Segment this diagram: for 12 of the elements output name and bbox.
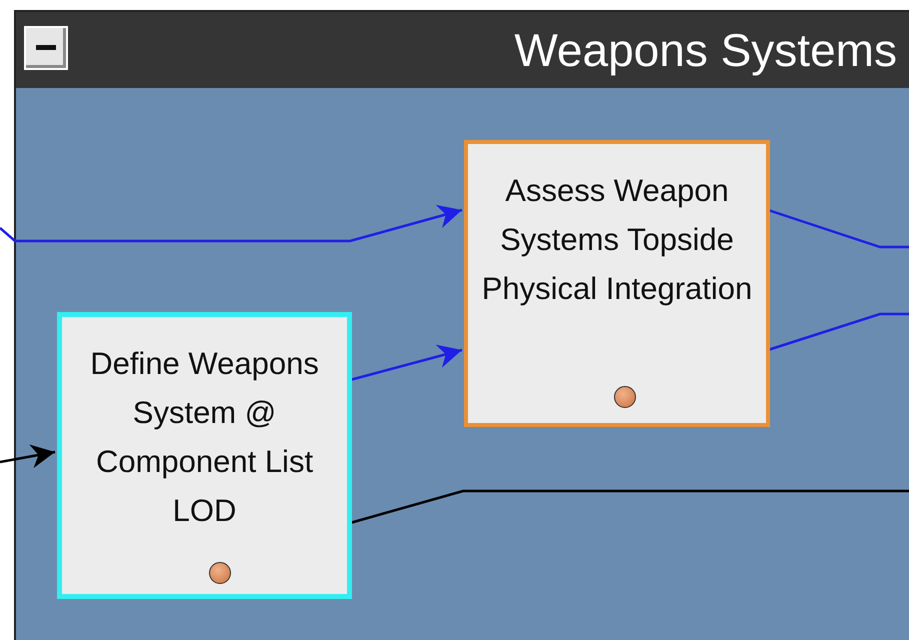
process-label: Assess Weapon Systems Topside Physical Integration	[480, 172, 754, 308]
connector-line	[768, 312, 909, 352]
arrow	[0, 444, 56, 468]
arrow	[350, 344, 462, 382]
process-box	[464, 140, 770, 427]
arrow	[0, 204, 462, 242]
window-title: Weapons Systems	[514, 23, 897, 78]
connector-line	[768, 208, 909, 248]
process-label: Define Weapons System @ Component List LOD	[89, 345, 320, 530]
connector-line	[350, 490, 909, 524]
process-box	[57, 312, 352, 599]
window-panel	[14, 10, 909, 640]
